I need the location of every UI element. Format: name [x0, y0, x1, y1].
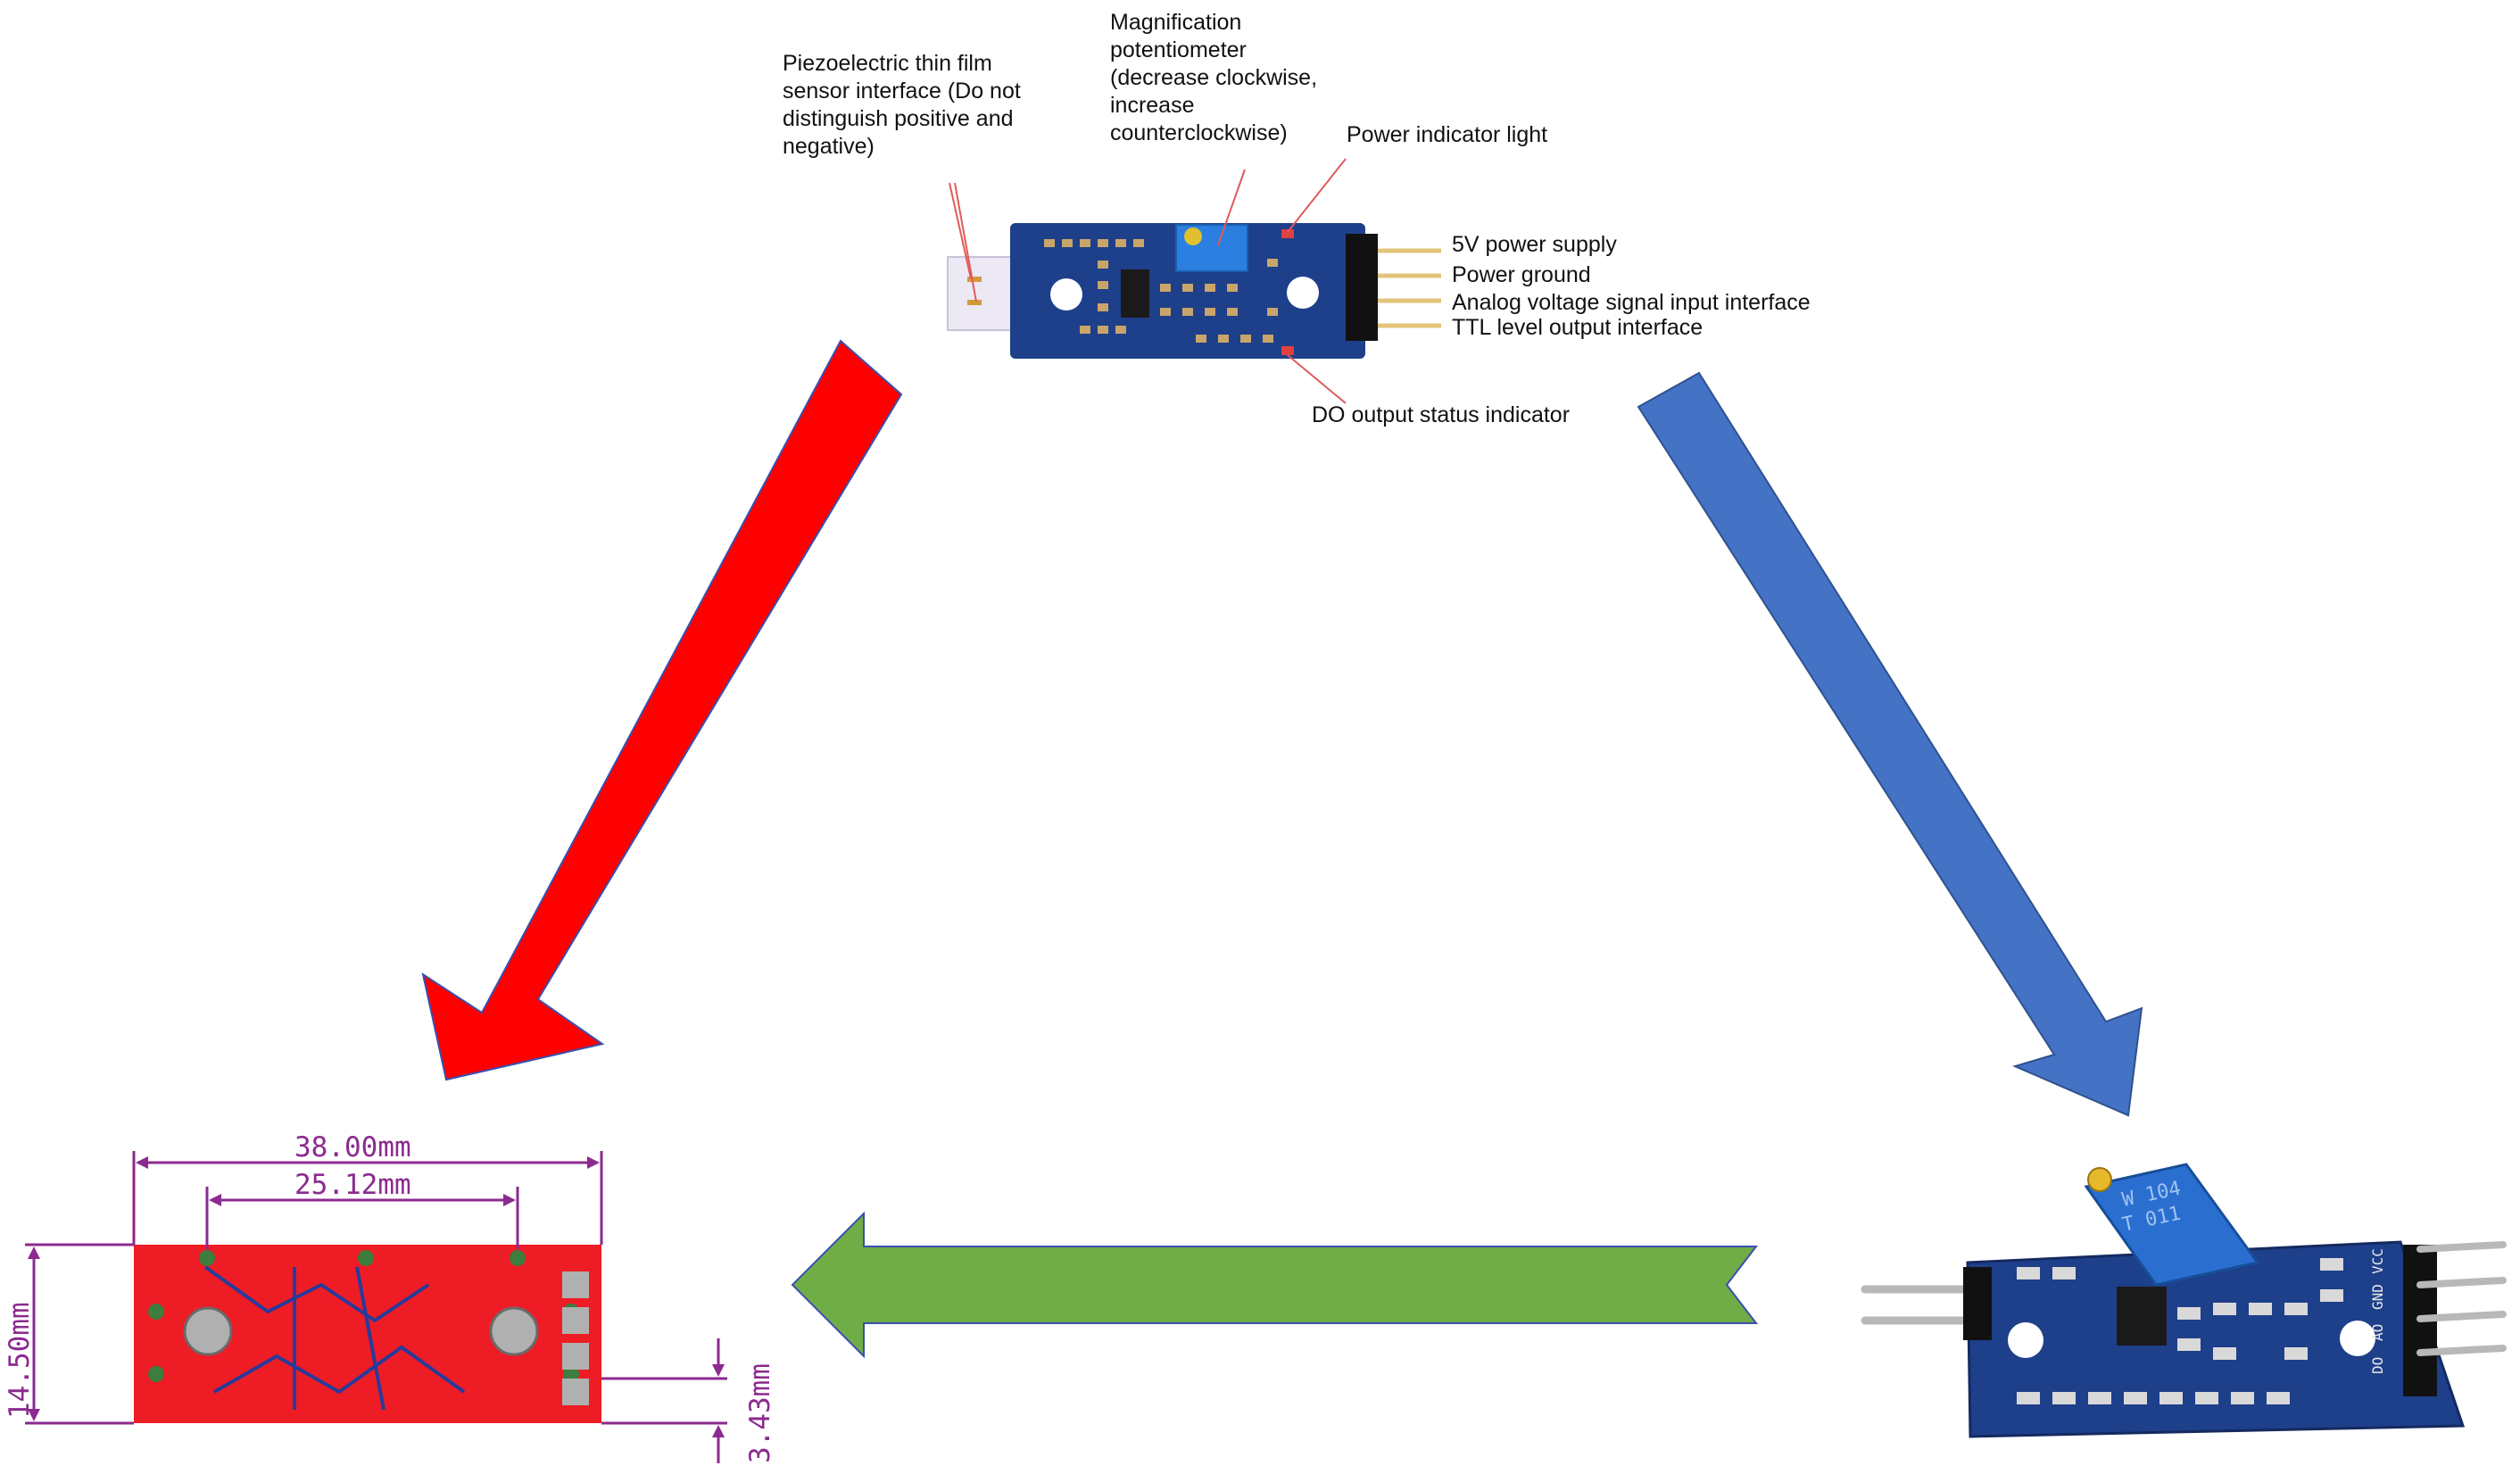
module-3d-header-pins — [2416, 1241, 2507, 1356]
smd-components — [1044, 239, 1278, 343]
label-pin-ao: Analog voltage signal input interface — [1452, 290, 1811, 315]
dim-width-label: 38.00mm — [294, 1131, 411, 1163]
module-3d-connector — [1963, 1267, 1992, 1340]
header-pins — [1378, 248, 1441, 328]
dimension-lines — [25, 1151, 727, 1463]
dim-height-label: 14.50mm — [4, 1302, 36, 1419]
pcb-dimension-drawing: 38.00mm 25.12mm 14.50mm 3.43mm — [4, 1131, 776, 1463]
op-amp-chip — [1121, 269, 1149, 318]
green-arrow — [791, 1211, 1759, 1359]
pin-header-block — [1346, 234, 1378, 341]
module-3d-pot-screw — [2087, 1167, 2112, 1192]
dim-mount-hole-left — [183, 1306, 233, 1356]
module-3d-illustration: W 104 T 011 VCC GND AO DO — [1861, 1163, 2507, 1438]
module-3d-potentiometer — [2084, 1163, 2260, 1287]
label-magnification-potentiometer: Magnification potentiometer (decrease cl… — [1110, 10, 1318, 145]
module-3d-chip — [2117, 1287, 2167, 1346]
module-3d-silk-gnd: GND — [2369, 1284, 2386, 1310]
dim-header-pads — [562, 1271, 589, 1405]
module-3d-smd — [2017, 1258, 2343, 1404]
module-3d-silk-vcc: VCC — [2369, 1248, 2386, 1274]
top-sensor-module — [947, 158, 1441, 404]
label-pin-gnd: Power ground — [1452, 262, 1591, 287]
side-pins-left — [1861, 1285, 1981, 1325]
label-pin-do: TTL level output interface — [1452, 315, 1703, 340]
module-3d-silk-do: DO — [2369, 1357, 2386, 1374]
dim-hole-spacing-label: 25.12mm — [294, 1169, 411, 1201]
connector-pin-1 — [967, 277, 982, 282]
blue-arrow — [1637, 371, 2143, 1117]
pcb-traces — [203, 1265, 466, 1411]
dim-hole-offset-label: 3.43mm — [744, 1363, 776, 1463]
power-indicator-led — [1281, 229, 1294, 238]
module-3d-silk-ao: AO — [2369, 1324, 2386, 1341]
label-piezo-interface: Piezoelectric thin film sensor interface… — [783, 51, 1021, 159]
dim-mount-hole-right — [489, 1306, 539, 1356]
module-3d-hole-right — [2340, 1321, 2375, 1356]
do-status-led — [1281, 346, 1294, 355]
mount-hole-left — [1050, 278, 1082, 311]
connector-pin-2 — [967, 300, 982, 305]
module-3d-hole-left — [2008, 1322, 2043, 1358]
mount-hole-right — [1287, 277, 1319, 309]
pot-adjust-screw — [1184, 228, 1202, 245]
dimension-arrowheads — [28, 1156, 725, 1437]
piezo-connector — [947, 256, 1020, 331]
label-do-indicator: DO output status indicator — [1312, 402, 1571, 427]
label-pin-vcc: 5V power supply — [1452, 232, 1617, 257]
label-power-indicator: Power indicator light — [1347, 122, 1548, 147]
leader-lines — [949, 158, 1347, 404]
red-arrow — [421, 339, 903, 1081]
